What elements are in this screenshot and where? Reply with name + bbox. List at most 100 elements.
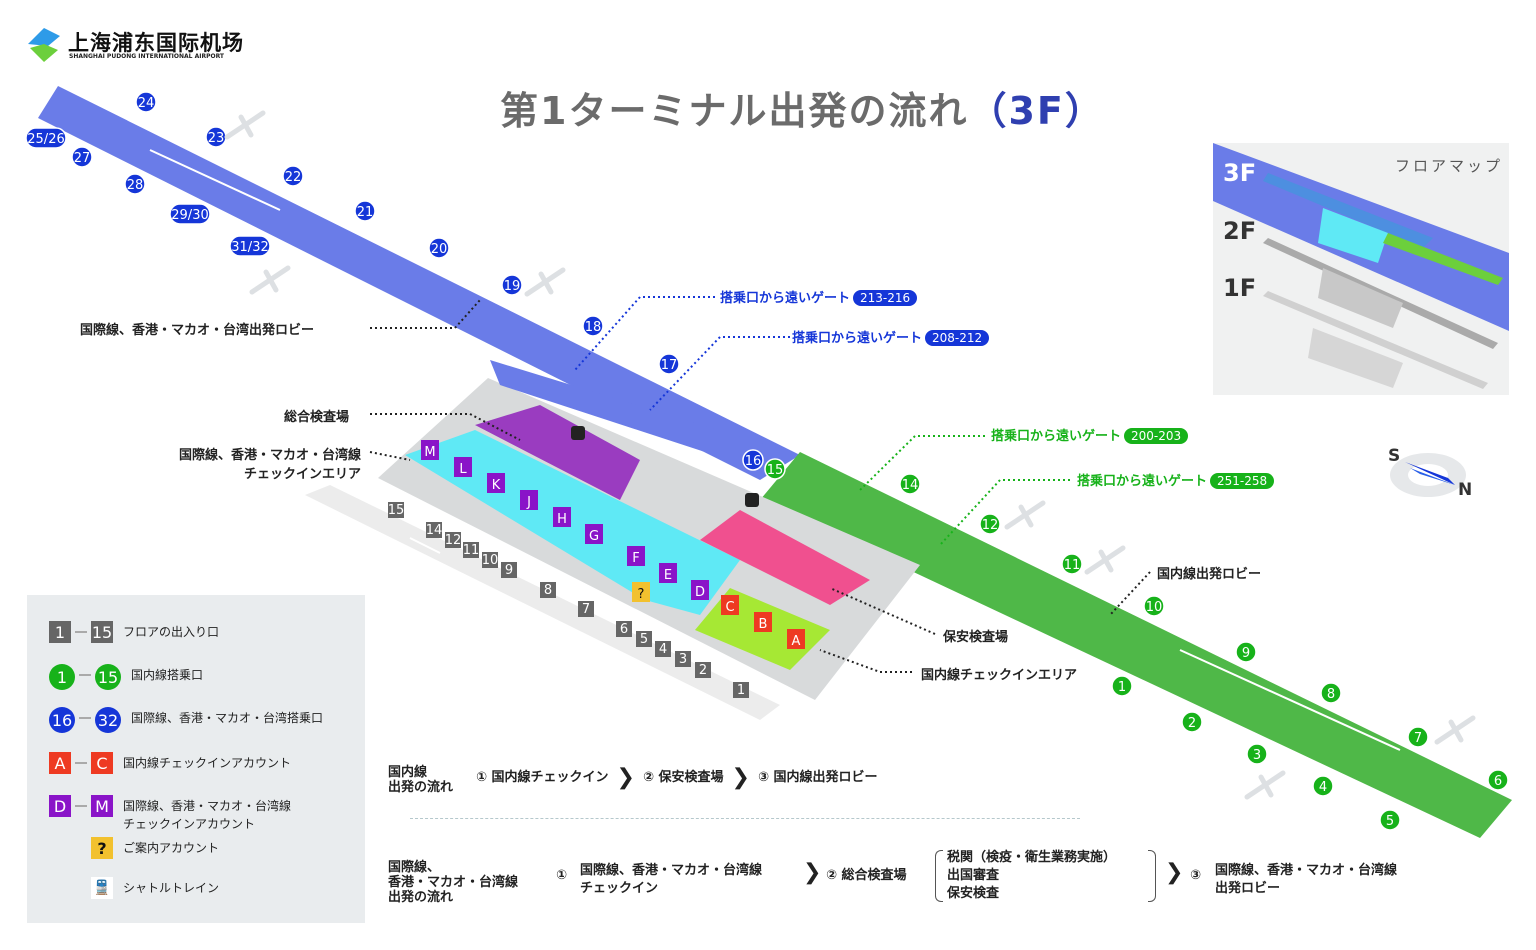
legend-text: ご案内アカウント (123, 841, 220, 855)
callout-general-inspection: 総合検査場 (284, 410, 350, 425)
info-icon: ? (91, 837, 113, 859)
entrance-marker (675, 651, 691, 667)
intl-gate-number: 23 (208, 131, 225, 146)
legend-chip: 15 (95, 664, 121, 690)
entrance-marker (616, 621, 632, 637)
far-gate-label: 搭乗口から遠いゲート (720, 291, 851, 306)
entrance-number: 4 (659, 642, 667, 657)
floor-2f[interactable]: 2F (1223, 217, 1257, 245)
dom-gate-number: 3 (1253, 748, 1261, 763)
legend-chip: A (49, 752, 71, 774)
intl-gate-marker (169, 203, 211, 225)
entrance-number: 2 (699, 663, 707, 678)
flow-intl-label: 国際線、香港・マカオ・台湾線出発の流れ (388, 860, 518, 905)
callout-security: 保安検査場 (943, 630, 1009, 645)
info-icon (632, 582, 650, 602)
floor-3f[interactable]: 3F (1223, 159, 1257, 187)
dom-gate-marker (1312, 775, 1334, 797)
intl-gate-number: 29/30 (171, 208, 208, 223)
entrance-marker (501, 562, 517, 578)
entrance-number: 3 (679, 652, 687, 667)
check-immigration: 出国審査 (947, 868, 1000, 883)
legend-chip: 16 (49, 707, 75, 733)
dom-gate-marker (1061, 553, 1083, 575)
legend-chip: 1 (49, 621, 71, 643)
flow-dom-step1: ① 国内線チェックイン (476, 770, 609, 785)
intl-gate-number: 22 (285, 170, 302, 185)
entrance-number: 11 (463, 543, 480, 558)
checkin-counter-letter: G (589, 529, 599, 544)
checkin-counter-letter: B (759, 617, 768, 632)
callout-intl-checkin-line2: チェックインエリア (243, 467, 361, 482)
arrow-icon: ❯ (803, 860, 822, 885)
dom-gate-number: 12 (982, 518, 999, 533)
arrow-icon: ❯ (731, 765, 750, 790)
legend-chip: M (91, 795, 113, 817)
flow-intl-step1: 国際線、香港・マカオ・台湾線チェックイン (580, 862, 762, 898)
callout-intl-lobby: 国際線、香港・マカオ・台湾出発ロビー (80, 323, 315, 338)
legend-text: シャトルトレイン (123, 881, 220, 895)
flow-dom-step2: ② 保安検査場 (642, 770, 724, 785)
dom-gate-marker (979, 513, 1001, 535)
intl-gate-marker (501, 274, 523, 296)
checkin-counter-letter: L (459, 462, 467, 477)
intl-gate-marker (582, 315, 604, 337)
floor-1f[interactable]: 1F (1223, 274, 1257, 302)
callout-dom-lobby: 国内線出発ロビー (1157, 567, 1262, 582)
dom-pier (760, 452, 1512, 838)
dom-gate-number: 1 (1118, 680, 1126, 695)
logo-icon (28, 28, 60, 62)
entrance-marker (695, 662, 711, 678)
intl-gate-number: 21 (357, 205, 374, 220)
compass-n: N (1458, 480, 1473, 500)
flow-intl-step3: 国際線、香港・マカオ・台湾線出発ロビー (1215, 862, 1397, 898)
entrance-number: 8 (544, 583, 552, 598)
checkin-counter-marker (721, 595, 739, 615)
checkin-counter-marker (627, 546, 645, 566)
legend-text-line2: チェックインアカウント (123, 817, 256, 831)
flow-intl-num1: ① (556, 868, 568, 883)
title-floor: （3F） (968, 89, 1105, 133)
intl-gate-marker (428, 237, 450, 259)
legend-text-line1: 国際線、香港・マカオ・台湾線 (123, 799, 292, 813)
checkin-counter-marker (454, 457, 472, 477)
intl-gate-number: 17 (661, 358, 678, 373)
intl-gate-marker (354, 200, 376, 222)
dom-gate-number: 6 (1494, 774, 1502, 789)
dom-gate-number: 14 (902, 478, 919, 493)
checkin-counter-marker (659, 563, 677, 583)
dom-gate-marker (764, 458, 786, 480)
intl-gate-marker (282, 165, 304, 187)
entrance-number: 7 (582, 602, 590, 617)
intl-gate-number: 16 (745, 454, 762, 469)
entrance-number: 1 (737, 683, 745, 698)
legend-chip: D (49, 795, 71, 817)
flow-intl-label1: 国際線、 (388, 860, 441, 875)
dom-gate-marker (1246, 743, 1268, 765)
entrance-number: 12 (445, 533, 462, 548)
intl-gate-number: 20 (431, 242, 448, 257)
checkin-counter-letter: E (664, 568, 672, 583)
flow-dom-label1: 国内線 (388, 765, 428, 780)
intl-gate-number: 24 (138, 96, 155, 111)
airplane-icon (1244, 770, 1286, 800)
dom-gate-number: 10 (1146, 600, 1163, 615)
legend-chip: 1 (49, 664, 75, 690)
legend-text: 国内線チェックインアカウント (123, 756, 292, 770)
airport-logo (26, 26, 64, 68)
title-num: 1 (540, 89, 569, 133)
compass-icon (1390, 453, 1466, 497)
dom-gate-number: 8 (1327, 687, 1335, 702)
intl-gate-marker (135, 91, 157, 113)
checkin-counter-letter: M (424, 445, 435, 460)
checkin-counter-letter: C (725, 600, 734, 615)
entrance-number: 10 (482, 553, 499, 568)
intl-gate-marker (658, 353, 680, 375)
checkin-counter-letter: J (526, 495, 531, 510)
intl-gate-marker (742, 449, 764, 471)
dom-gate-marker (1487, 769, 1509, 791)
